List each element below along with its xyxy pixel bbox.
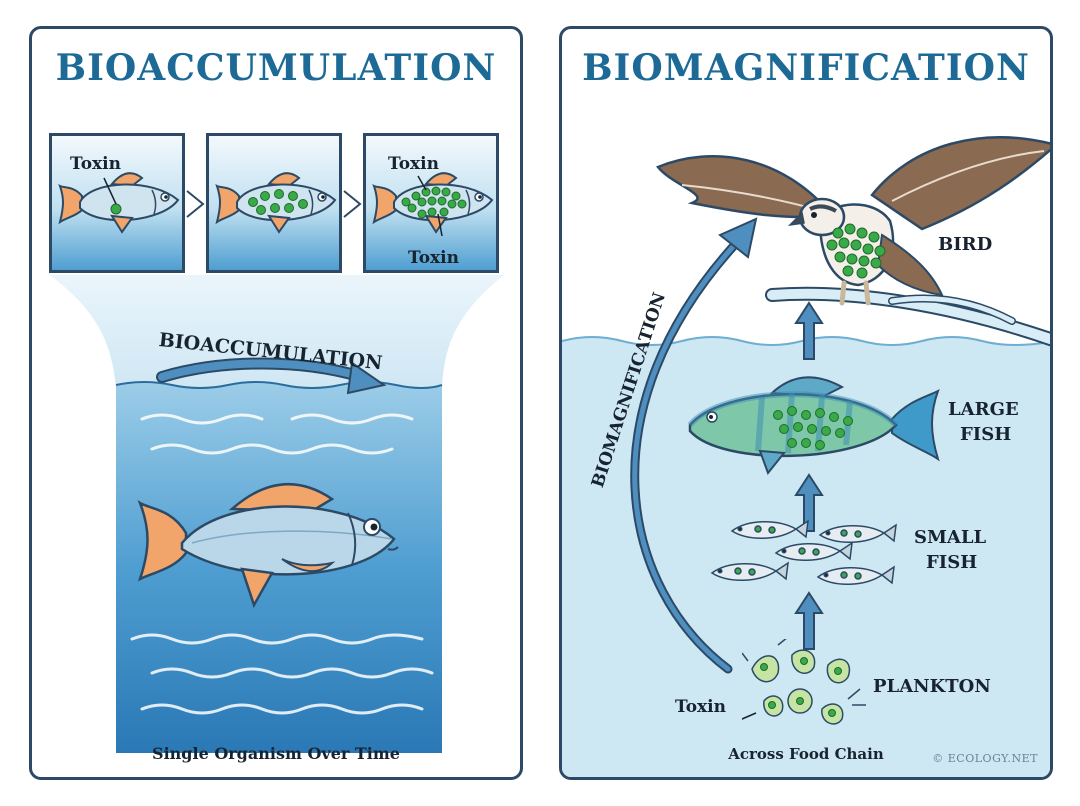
- arrow-up-icon: [794, 301, 824, 360]
- bioaccumulation-arrow-icon: [156, 357, 387, 395]
- large-fish-label-line2: FISH: [960, 424, 1012, 445]
- bird-icon: [655, 136, 1050, 347]
- chevron-right-icon: [343, 190, 362, 218]
- arrow-up-icon: [794, 591, 824, 650]
- water-funnel: [50, 275, 504, 753]
- biomagnification-title: BIOMAGNIFICATION: [582, 47, 1030, 89]
- bioaccumulation-title: BIOACCUMULATION: [55, 47, 497, 89]
- plankton-toxin-label: Toxin: [675, 697, 726, 717]
- biomagnification-arc-arrow-icon: [630, 217, 758, 674]
- frame3-toxin-bottom-label: Toxin: [408, 248, 459, 268]
- timeline-frame-3: Toxin Toxin: [363, 133, 499, 273]
- frame3-toxin-top-label: Toxin: [388, 154, 439, 174]
- biomagnification-caption: Across Food Chain: [728, 745, 884, 763]
- large-fish-icon: [687, 376, 940, 476]
- large-fish-label-line1: LARGE: [948, 399, 1019, 420]
- bioaccumulation-caption: Single Organism Over Time: [152, 744, 400, 763]
- bioaccumulation-panel: BIOACCUMULATION: [29, 26, 523, 780]
- biomagnification-panel: BIOMAGNIFICATION BIOMAGNIFICATION: [559, 26, 1053, 780]
- timeline-frame-2: [206, 133, 342, 273]
- small-fish-label-line2: FISH: [926, 552, 978, 573]
- arrow-up-icon: [794, 473, 824, 532]
- plankton-icon: [742, 639, 866, 725]
- copyright-text: © ECOLOGY.NET: [932, 752, 1038, 765]
- bird-label: BIRD: [938, 234, 993, 255]
- chevron-right-icon: [186, 190, 205, 218]
- frame1-toxin-label: Toxin: [70, 154, 121, 174]
- small-fish-school-icon: [710, 519, 897, 585]
- timeline-frame-1: Toxin: [49, 133, 185, 273]
- plankton-label: PLANKTON: [873, 676, 991, 697]
- large-fish-icon: [137, 482, 399, 609]
- small-fish-label-line1: SMALL: [914, 527, 987, 548]
